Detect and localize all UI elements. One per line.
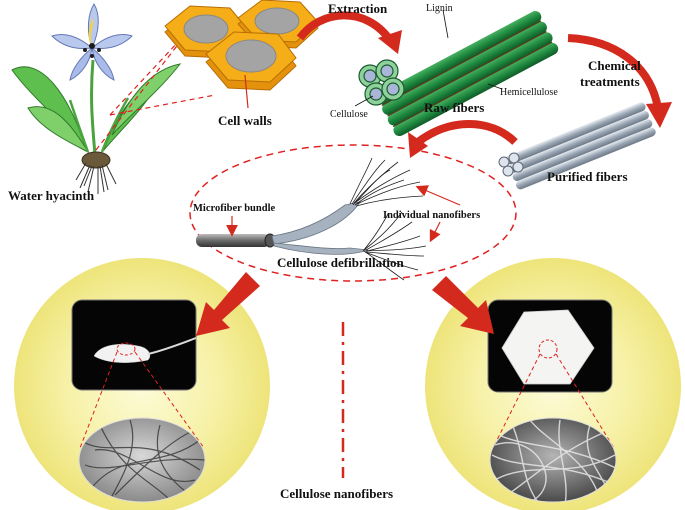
chemical-arrow xyxy=(567,34,662,109)
microfiber-bundle-label: Microfiber bundle xyxy=(193,203,275,214)
hemicellulose-pointer xyxy=(487,83,503,90)
defibrillation-arrow xyxy=(415,120,518,146)
tem-micrograph-icon xyxy=(79,418,205,502)
water-hyacinth-label: Water hyacinth xyxy=(8,188,95,203)
extraction-arrow xyxy=(296,11,394,43)
cellulose-label: Cellulose xyxy=(330,109,368,120)
raw-fibers-label: Raw fibers xyxy=(424,100,484,115)
hemicellulose-label: Hemicellulose xyxy=(500,87,558,98)
chemical-label-line1: Chemical xyxy=(588,58,641,73)
cell-walls-pointer xyxy=(244,74,249,109)
cellulose-nanofibers-label: Cellulose nanofibers xyxy=(280,486,393,501)
sem-zoom-lines xyxy=(492,353,615,449)
lignin-label: Lignin xyxy=(426,3,453,14)
arrow-to-left-circle xyxy=(196,272,260,336)
purified-fiber-rods-icon xyxy=(498,102,656,190)
zoom-lines-plant xyxy=(95,41,216,151)
water-hyacinth-plant-icon xyxy=(11,3,182,194)
aerogel-film-photo-icon xyxy=(71,299,197,391)
microfiber-bundle-icon xyxy=(196,157,427,281)
cellulose-pointer xyxy=(354,95,374,107)
defibrillation-arrow-head xyxy=(408,132,428,158)
individual-nanofibers-label: Individual nanofibers xyxy=(383,210,480,221)
extraction-label: Extraction xyxy=(328,1,388,16)
lignin-pointer xyxy=(442,9,449,39)
cell-wall-hexagons-icon xyxy=(164,0,319,91)
cell-walls-label: Cell walls xyxy=(218,113,272,128)
purified-fibers-label: Purified fibers xyxy=(547,169,628,184)
sem-micrograph-icon xyxy=(490,418,616,502)
chemical-arrow-head xyxy=(646,102,672,128)
defibrillation-region xyxy=(189,144,517,282)
chemical-label-line2: treatments xyxy=(580,74,640,89)
tem-zoom-lines xyxy=(79,351,205,449)
raw-fiber-bundle-icon xyxy=(358,11,559,137)
nanofibers-pointer-down xyxy=(429,221,441,243)
extraction-arrow-head xyxy=(378,30,402,54)
nanofibers-pointer-up xyxy=(415,185,461,206)
cellulose-defibrillation-label: Cellulose defibrillation xyxy=(277,255,405,270)
arrow-to-right-circle xyxy=(432,276,494,334)
